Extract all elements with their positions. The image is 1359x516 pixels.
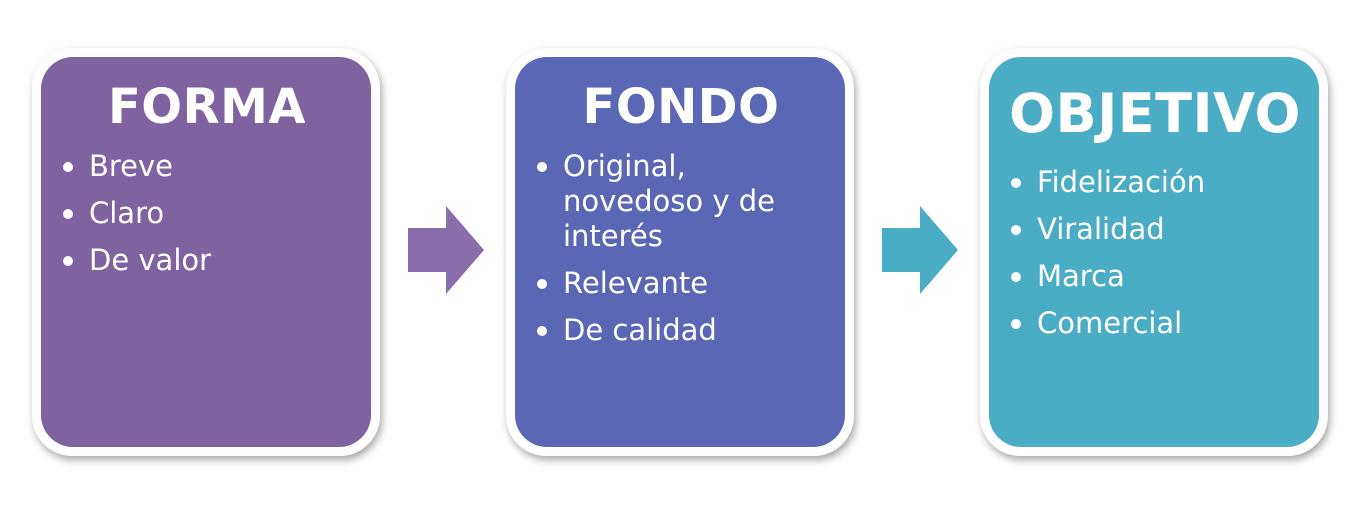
list-item: Viralidad <box>1009 212 1301 247</box>
list-item: Relevante <box>535 266 827 301</box>
list-item-text: De valor <box>89 243 212 277</box>
bullet-icon <box>1011 319 1021 329</box>
bullet-icon <box>1011 272 1021 282</box>
list-item-text: De calidad <box>563 313 717 347</box>
bullet-icon <box>537 279 547 289</box>
list-item-text: Breve <box>89 149 174 183</box>
box-title-forma: FORMA <box>108 79 306 135</box>
box-objetivo-frame: OBJETIVO Fidelización Viralidad Marca Co… <box>980 48 1328 456</box>
list-item-text: Comercial <box>1037 306 1183 340</box>
list-item: Marca <box>1009 259 1301 294</box>
box-fondo: FONDO Original, novedoso y de interés Re… <box>515 57 845 447</box>
arrow-right-icon <box>882 206 958 294</box>
box-objetivo: OBJETIVO Fidelización Viralidad Marca Co… <box>989 57 1319 447</box>
bullet-icon <box>63 162 73 172</box>
list-item: De calidad <box>535 313 827 348</box>
list-item-text: Fidelización <box>1037 165 1206 199</box>
box-forma-frame: FORMA Breve Claro De valor <box>32 48 380 456</box>
arrow-right-icon <box>408 206 484 294</box>
list-item: Breve <box>61 149 353 184</box>
box-fondo-frame: FONDO Original, novedoso y de interés Re… <box>506 48 854 456</box>
list-item-text: Relevante <box>563 266 709 300</box>
arrow-shape <box>408 206 484 294</box>
bullet-icon <box>63 256 73 266</box>
list-item-text: Original, novedoso y de interés <box>563 149 775 253</box>
arrow-shape <box>882 206 958 294</box>
bullet-icon <box>537 162 547 172</box>
list-item: Fidelización <box>1009 165 1301 200</box>
list-item: Claro <box>61 196 353 231</box>
box-title-fondo: FONDO <box>582 79 780 135</box>
list-item: De valor <box>61 243 353 278</box>
list-item: Original, novedoso y de interés <box>535 149 827 254</box>
box-fondo-list: Original, novedoso y de interés Relevant… <box>535 149 827 348</box>
list-item-text: Viralidad <box>1037 212 1165 246</box>
box-forma-list: Breve Claro De valor <box>61 149 353 278</box>
list-item-text: Marca <box>1037 259 1125 293</box>
list-item-text: Claro <box>89 196 165 230</box>
bullet-icon <box>1011 225 1021 235</box>
box-objetivo-list: Fidelización Viralidad Marca Comercial <box>1009 165 1301 341</box>
box-title-objetivo: OBJETIVO <box>1009 82 1301 145</box>
box-forma: FORMA Breve Claro De valor <box>41 57 371 447</box>
list-item: Comercial <box>1009 306 1301 341</box>
bullet-icon <box>63 209 73 219</box>
bullet-icon <box>1011 178 1021 188</box>
bullet-icon <box>537 326 547 336</box>
